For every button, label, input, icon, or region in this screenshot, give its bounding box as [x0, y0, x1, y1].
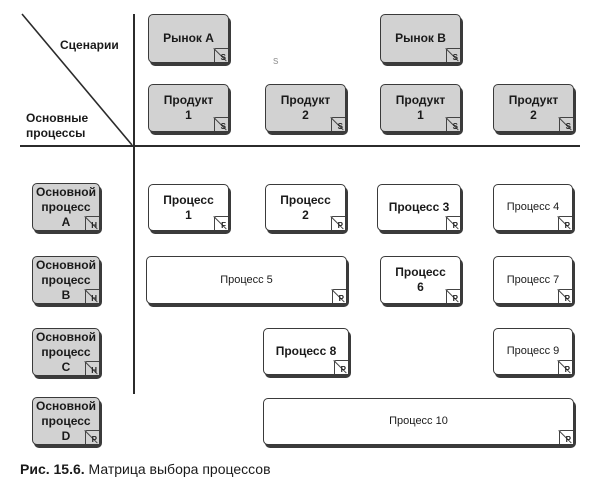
type-mark: S — [337, 122, 343, 131]
process-1[interactable]: Процесс 1 F — [148, 184, 229, 231]
product-label: Продукт 1 — [163, 93, 214, 122]
corner-fold-icon — [85, 216, 99, 230]
product-1-market-b[interactable]: Продукт 1 S — [380, 84, 461, 132]
corner-fold-icon — [334, 360, 348, 374]
process-label: Процесс 10 — [389, 415, 448, 427]
vertical-divider — [133, 14, 135, 394]
product-2-market-a[interactable]: Продукт 2 S — [265, 84, 346, 132]
corner-fold-icon — [214, 48, 228, 62]
core-process-label: Основной процесс B — [36, 257, 96, 302]
corner-fold-icon — [559, 430, 573, 444]
corner-fold-icon — [446, 48, 460, 62]
scenarios-header: Сценарии — [60, 38, 119, 52]
type-mark: P — [337, 221, 343, 230]
scenario-market-a[interactable]: Рынок A S — [148, 14, 229, 63]
figure-number: Рис. 15.6. — [20, 461, 85, 477]
corner-fold-icon — [559, 117, 573, 131]
process-label: Процесс 9 — [506, 345, 560, 357]
core-process-label: Основной процесс D — [36, 398, 96, 443]
type-mark: F — [221, 221, 226, 230]
product-label: Продукт 1 — [395, 93, 446, 122]
product-1-market-a[interactable]: Продукт 1 S — [148, 84, 229, 132]
figure-caption: Рис. 15.6. Матрица выбора процессов — [20, 460, 271, 478]
corner-fold-icon — [85, 289, 99, 303]
corner-fold-icon — [331, 216, 345, 230]
product-label: Продукт 2 — [508, 93, 559, 122]
corner-fold-icon — [558, 360, 572, 374]
process-3[interactable]: Процесс 3 P — [377, 184, 461, 231]
corner-fold-icon — [446, 289, 460, 303]
corner-fold-icon — [558, 216, 572, 230]
type-mark: H — [91, 294, 97, 303]
type-mark: P — [564, 221, 570, 230]
process-2[interactable]: Процесс 2 P — [265, 184, 346, 231]
core-process-label: Основной процесс A — [36, 184, 96, 229]
process-9[interactable]: Процесс 9 P — [493, 328, 573, 375]
core-process-a[interactable]: Основной процесс A H — [32, 183, 100, 231]
type-mark: P — [452, 221, 458, 230]
core-process-c[interactable]: Основной процесс C H — [32, 328, 100, 376]
processes-header: Основные процессы — [26, 111, 88, 141]
type-mark: P — [565, 435, 571, 444]
corner-fold-icon — [446, 216, 460, 230]
process-5[interactable]: Процесс 5 P — [146, 256, 347, 304]
type-mark: S — [565, 122, 571, 131]
process-label: Процесс 3 — [388, 200, 450, 214]
type-mark: S — [452, 122, 458, 131]
process-6[interactable]: Процесс 6 P — [380, 256, 461, 304]
process-label: Процесс 8 — [275, 344, 337, 358]
type-mark: S — [452, 53, 458, 62]
scenario-label: Рынок A — [163, 31, 214, 45]
figure-title: Матрица выбора процессов — [88, 461, 271, 477]
type-mark: P — [564, 365, 570, 374]
corner-fold-icon — [85, 430, 99, 444]
type-mark: S — [220, 53, 226, 62]
type-mark: H — [91, 221, 97, 230]
type-mark: P — [338, 294, 344, 303]
scenario-label: Рынок B — [395, 31, 446, 45]
corner-fold-icon — [331, 117, 345, 131]
scenario-market-b[interactable]: Рынок B S — [380, 14, 461, 63]
core-process-b[interactable]: Основной процесс B H — [32, 256, 100, 304]
product-2-market-b[interactable]: Продукт 2 S — [493, 84, 574, 132]
product-label: Продукт 2 — [280, 93, 331, 122]
corner-fold-icon — [214, 117, 228, 131]
process-4[interactable]: Процесс 4 P — [493, 184, 573, 231]
processes-header-text: Основные процессы — [26, 111, 89, 140]
core-process-d[interactable]: Основной процесс D P — [32, 397, 100, 445]
type-mark: H — [91, 366, 97, 375]
process-7[interactable]: Процесс 7 P — [493, 256, 573, 304]
type-mark: P — [452, 294, 458, 303]
corner-diagonal — [21, 13, 133, 146]
process-10[interactable]: Процесс 10 P — [263, 398, 574, 445]
corner-fold-icon — [446, 117, 460, 131]
process-label: Процесс 4 — [506, 201, 560, 213]
process-label: Процесс 7 — [506, 273, 560, 286]
corner-fold-icon — [214, 216, 228, 230]
process-label: Процесс 6 — [395, 265, 446, 294]
type-mark: P — [91, 435, 97, 444]
corner-fold-icon — [558, 289, 572, 303]
type-mark: P — [340, 365, 346, 374]
corner-fold-icon — [85, 361, 99, 375]
type-mark: P — [564, 294, 570, 303]
core-process-label: Основной процесс C — [36, 329, 96, 374]
stray-mark: s — [273, 55, 279, 67]
process-8[interactable]: Процесс 8 P — [263, 328, 349, 375]
type-mark: S — [220, 122, 226, 131]
process-label: Процесс 1 — [163, 192, 214, 222]
process-label: Процесс 2 — [280, 192, 331, 222]
process-label: Процесс 5 — [220, 273, 273, 286]
horizontal-divider — [20, 145, 580, 147]
corner-fold-icon — [332, 289, 346, 303]
